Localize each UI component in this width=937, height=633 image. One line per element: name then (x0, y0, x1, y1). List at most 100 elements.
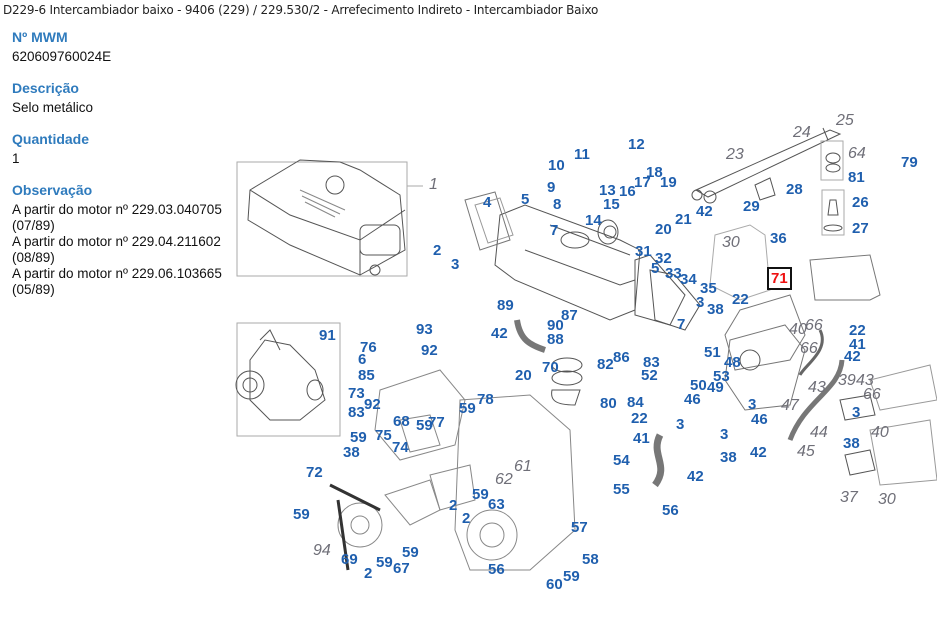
part-callout-20[interactable]: 20 (655, 221, 672, 238)
part-callout-68[interactable]: 68 (393, 413, 410, 430)
part-callout-41[interactable]: 41 (633, 430, 650, 447)
part-callout-59[interactable]: 59 (472, 486, 489, 503)
part-callout-83[interactable]: 83 (348, 404, 365, 421)
part-callout-52[interactable]: 52 (641, 367, 658, 384)
part-callout-21[interactable]: 21 (675, 211, 692, 228)
part-callout-85[interactable]: 85 (358, 367, 375, 384)
part-callout-30[interactable]: 30 (878, 491, 896, 508)
part-callout-11[interactable]: 11 (574, 146, 590, 163)
part-callout-3[interactable]: 3 (676, 416, 685, 433)
part-callout-84[interactable]: 84 (627, 394, 644, 411)
part-callout-69[interactable]: 69 (341, 551, 358, 568)
part-callout-79[interactable]: 79 (901, 154, 918, 171)
part-callout-89[interactable]: 89 (497, 297, 514, 314)
part-callout-39[interactable]: 39 (838, 372, 856, 389)
part-callout-75[interactable]: 75 (375, 427, 392, 444)
part-callout-46[interactable]: 46 (684, 391, 701, 408)
part-callout-4[interactable]: 4 (483, 194, 492, 211)
part-callout-64[interactable]: 64 (848, 145, 866, 162)
part-callout-14[interactable]: 14 (585, 212, 602, 229)
part-callout-8[interactable]: 8 (553, 196, 562, 213)
selected-part-callout[interactable]: 71 (767, 267, 792, 290)
part-callout-61[interactable]: 61 (514, 458, 532, 475)
part-callout-42[interactable]: 42 (696, 203, 713, 220)
part-callout-73[interactable]: 73 (348, 385, 365, 402)
part-callout-3[interactable]: 3 (451, 256, 460, 273)
part-callout-91[interactable]: 91 (319, 327, 336, 344)
part-callout-26[interactable]: 26 (852, 194, 869, 211)
part-callout-94[interactable]: 94 (313, 542, 331, 559)
part-callout-59[interactable]: 59 (416, 417, 433, 434)
part-callout-50[interactable]: 50 (690, 377, 707, 394)
part-callout-92[interactable]: 92 (421, 342, 438, 359)
part-callout-2[interactable]: 2 (449, 497, 458, 514)
part-callout-37[interactable]: 37 (840, 489, 858, 506)
part-callout-19[interactable]: 19 (660, 174, 677, 191)
part-callout-77[interactable]: 77 (428, 414, 445, 431)
part-callout-15[interactable]: 15 (603, 196, 620, 213)
part-callout-3[interactable]: 3 (748, 396, 757, 413)
part-callout-38[interactable]: 38 (843, 435, 860, 452)
part-callout-62[interactable]: 62 (495, 471, 513, 488)
part-callout-42[interactable]: 42 (750, 444, 767, 461)
part-callout-38[interactable]: 38 (343, 444, 360, 461)
part-callout-38[interactable]: 38 (720, 449, 737, 466)
part-callout-59[interactable]: 59 (459, 400, 476, 417)
part-callout-12[interactable]: 12 (628, 136, 645, 153)
part-callout-40[interactable]: 40 (871, 424, 889, 441)
part-callout-49[interactable]: 49 (707, 379, 724, 396)
part-callout-25[interactable]: 25 (836, 112, 854, 129)
part-callout-56[interactable]: 56 (488, 561, 505, 578)
part-callout-81[interactable]: 81 (848, 169, 865, 186)
part-callout-28[interactable]: 28 (786, 181, 803, 198)
part-callout-20[interactable]: 20 (515, 367, 532, 384)
part-callout-54[interactable]: 54 (613, 452, 630, 469)
part-callout-59[interactable]: 59 (563, 568, 580, 585)
part-callout-83[interactable]: 83 (643, 354, 660, 371)
part-callout-38[interactable]: 38 (707, 301, 724, 318)
part-callout-58[interactable]: 58 (582, 551, 599, 568)
part-callout-22[interactable]: 22 (631, 410, 648, 427)
part-callout-42[interactable]: 42 (844, 348, 861, 365)
part-callout-43[interactable]: 43 (856, 372, 874, 389)
part-callout-59[interactable]: 59 (293, 506, 310, 523)
part-callout-3[interactable]: 3 (852, 404, 861, 421)
part-callout-27[interactable]: 27 (852, 220, 869, 237)
part-callout-18[interactable]: 18 (646, 164, 663, 181)
part-callout-32[interactable]: 32 (655, 250, 672, 267)
part-callout-53[interactable]: 53 (713, 368, 730, 385)
part-callout-56[interactable]: 56 (662, 502, 679, 519)
part-callout-7[interactable]: 7 (677, 316, 686, 333)
part-callout-66[interactable]: 66 (863, 386, 881, 403)
part-callout-70[interactable]: 70 (542, 359, 559, 376)
part-callout-51[interactable]: 51 (704, 344, 721, 361)
part-callout-60[interactable]: 60 (546, 576, 563, 593)
part-callout-92[interactable]: 92 (364, 396, 381, 413)
part-callout-80[interactable]: 80 (600, 395, 617, 412)
part-callout-93[interactable]: 93 (416, 321, 433, 338)
part-callout-72[interactable]: 72 (306, 464, 323, 481)
part-callout-13[interactable]: 13 (599, 182, 616, 199)
part-callout-44[interactable]: 44 (810, 424, 828, 441)
part-callout-9[interactable]: 9 (547, 179, 556, 196)
part-callout-7[interactable]: 7 (550, 222, 559, 239)
part-callout-24[interactable]: 24 (793, 124, 811, 141)
part-callout-29[interactable]: 29 (743, 198, 760, 215)
part-callout-88[interactable]: 88 (547, 331, 564, 348)
part-callout-33[interactable]: 33 (665, 265, 682, 282)
part-callout-34[interactable]: 34 (680, 271, 697, 288)
part-callout-23[interactable]: 23 (726, 146, 744, 163)
part-callout-41[interactable]: 41 (849, 336, 866, 353)
part-callout-42[interactable]: 42 (687, 468, 704, 485)
part-callout-45[interactable]: 45 (797, 443, 815, 460)
part-callout-10[interactable]: 10 (548, 157, 565, 174)
part-callout-16[interactable]: 16 (619, 183, 636, 200)
part-callout-57[interactable]: 57 (571, 519, 588, 536)
part-callout-43[interactable]: 43 (808, 379, 826, 396)
part-callout-76[interactable]: 76 (360, 339, 377, 356)
part-callout-6[interactable]: 6 (358, 351, 367, 368)
part-callout-3[interactable]: 3 (696, 294, 705, 311)
part-callout-78[interactable]: 78 (477, 391, 494, 408)
part-callout-74[interactable]: 74 (392, 439, 409, 456)
part-callout-59[interactable]: 59 (350, 429, 367, 446)
